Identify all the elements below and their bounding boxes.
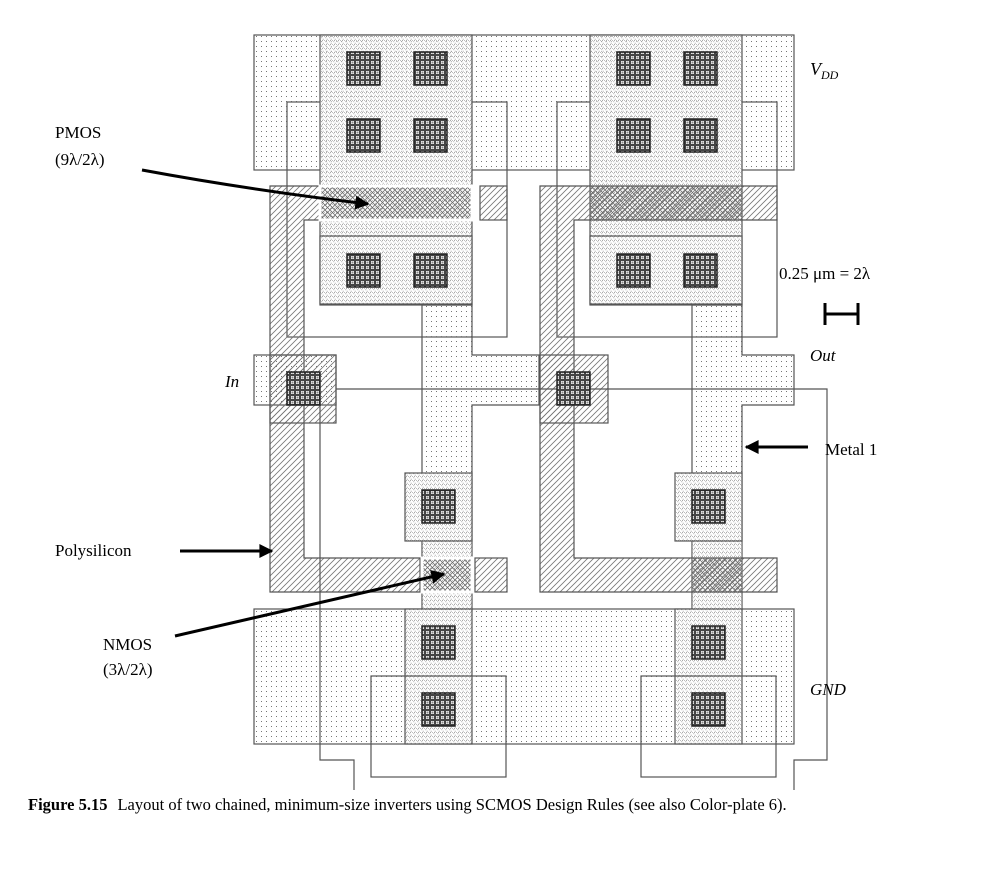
vdd-label-main: V xyxy=(810,59,821,79)
contact xyxy=(413,118,448,153)
inverter-layout-diagram xyxy=(141,34,860,790)
contact xyxy=(616,253,651,288)
contact xyxy=(683,118,718,153)
contact xyxy=(421,625,456,660)
contact xyxy=(346,253,381,288)
contact xyxy=(421,692,456,727)
gnd-label: GND xyxy=(810,680,846,699)
contact xyxy=(421,489,456,524)
scale-bar xyxy=(823,303,860,325)
figure-caption-text: Layout of two chained, minimum-size inve… xyxy=(117,795,787,814)
nmos-arrow xyxy=(174,570,446,638)
metal1-label: Metal 1 xyxy=(825,440,878,459)
figure-caption: Figure 5.15 Layout of two chained, minimu… xyxy=(28,793,978,817)
out-label: Out xyxy=(810,346,836,365)
contact xyxy=(346,51,381,86)
contact xyxy=(691,625,726,660)
contact xyxy=(616,51,651,86)
pmos-drain-left xyxy=(319,235,473,305)
scale-label: 0.25 μm = 2λ xyxy=(779,264,871,283)
contact xyxy=(691,489,726,524)
vdd-label: VDD xyxy=(810,59,838,85)
contact xyxy=(413,253,448,288)
contacts xyxy=(286,51,726,727)
nmos-size-label: (3λ/2λ) xyxy=(103,660,153,679)
pmos-arrow xyxy=(141,168,370,210)
vdd-label-sub: DD xyxy=(821,68,839,82)
contact xyxy=(683,51,718,86)
contact xyxy=(616,118,651,153)
contact xyxy=(286,371,321,406)
contact xyxy=(556,371,591,406)
contact xyxy=(346,118,381,153)
contact xyxy=(683,253,718,288)
contact xyxy=(413,51,448,86)
pmos-size-label: (9λ/2λ) xyxy=(55,150,105,169)
contact xyxy=(691,692,726,727)
figure-number: Figure 5.15 xyxy=(28,795,108,814)
polysilicon-right xyxy=(539,185,778,593)
pmos-label: PMOS xyxy=(55,123,102,142)
polysilicon-label: Polysilicon xyxy=(55,541,132,560)
pwell-outlines xyxy=(370,675,777,778)
pmos-drain-right xyxy=(589,235,743,305)
nmos-label: NMOS xyxy=(103,635,153,654)
interconnect-outline xyxy=(319,388,828,790)
in-label: In xyxy=(225,372,240,391)
